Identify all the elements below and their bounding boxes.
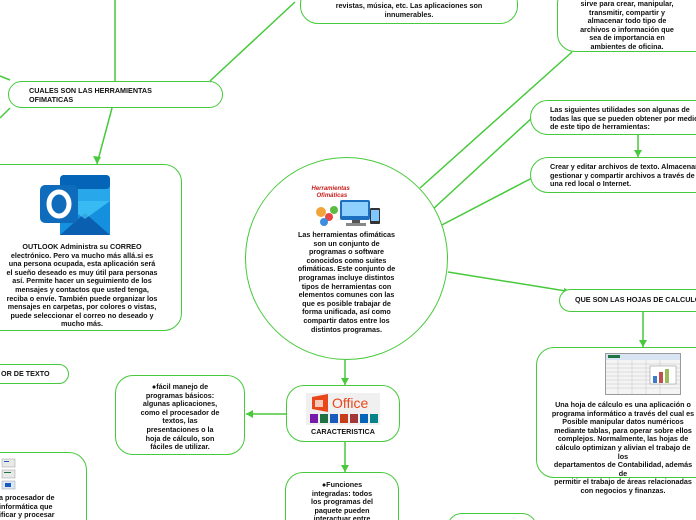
outlook-text: OUTLOOK Administra su CORREO electrónico… (0, 243, 181, 329)
top-right-text: sirve para crear, manipular, transmitir,… (558, 0, 696, 52)
hoja-calculo-text: Una hoja de cálculo es una aplicación o … (537, 401, 695, 496)
herramientas-title: CUALES SON LAS HERRAMIENTAS OFIMATICAS (29, 87, 222, 104)
facil-manejo-text: ●fácil manejo de programas básicos: algu… (116, 383, 244, 452)
outlook-icon (38, 171, 114, 239)
procesador-bottom-node[interactable]: a procesador de informática que ificar y… (0, 452, 87, 520)
office-logo-icon: Office (306, 393, 380, 425)
center-text: Las herramientas ofimáticas son un conju… (246, 231, 447, 334)
herramientas-title-node[interactable]: CUALES SON LAS HERRAMIENTAS OFIMATICAS (8, 81, 223, 108)
top-right-node[interactable]: sirve para crear, manipular, transmitir,… (557, 0, 696, 52)
bottom-right-node[interactable] (447, 513, 537, 520)
office-logo-text: Office (332, 395, 368, 411)
link-herramientas-outlook (97, 108, 112, 164)
herramientas-collage-icon: Herramientas Ofimáticas (312, 186, 382, 228)
arrow-caracteristica (341, 378, 349, 385)
procesador-texto-node[interactable]: OR DE TEXTO (0, 364, 69, 384)
hojas-calculo-title: QUE SON LAS HOJAS DE CALCULO (575, 296, 696, 305)
hojas-calculo-title-node[interactable]: QUE SON LAS HOJAS DE CALCULO (559, 289, 696, 312)
spreadsheet-icon (605, 353, 681, 395)
crear-editar-node[interactable]: Crear y editar archivos de texto. Almace… (530, 157, 696, 193)
crear-editar-text: Crear y editar archivos de texto. Almace… (550, 163, 696, 189)
procesador-bottom-text: a procesador de informática que ificar y… (0, 494, 86, 520)
utilidades-node[interactable]: Las siguientes utilidades son algunas de… (530, 100, 696, 135)
link-herramientas-left2 (0, 108, 10, 118)
utilidades-text: Las siguientes utilidades son algunas de… (550, 106, 696, 132)
top-center-text: revistas, música, etc. Las aplicaciones … (301, 2, 517, 19)
procesador-texto-label: OR DE TEXTO (1, 370, 68, 379)
top-center-node[interactable]: revistas, música, etc. Las aplicaciones … (300, 0, 518, 24)
link-center-hojas (448, 272, 572, 292)
arrow-outlook (93, 156, 101, 164)
facil-manejo-node[interactable]: ●fácil manejo de programas básicos: algu… (115, 375, 245, 455)
caracteristica-node[interactable]: Office CARACTERISTICA (286, 385, 400, 442)
link-center-crear (436, 177, 534, 228)
link-herramientas-left (0, 76, 10, 80)
link-center-herramientas (210, 2, 295, 81)
arrow-crear (634, 150, 642, 157)
outlook-node[interactable]: OUTLOOK Administra su CORREO electrónico… (0, 164, 182, 331)
center-node[interactable]: Herramientas Ofimáticas Las herramientas… (245, 157, 448, 360)
caracteristica-label: CARACTERISTICA (287, 428, 399, 437)
arrow-hoja (639, 340, 647, 347)
funciones-text: ●Funciones integradas: todos los program… (286, 481, 398, 520)
arrow-funciones (341, 465, 349, 472)
arrow-facil (246, 410, 253, 418)
hoja-calculo-node[interactable]: Una hoja de cálculo es una aplicación o … (536, 347, 696, 478)
funciones-node[interactable]: ●Funciones integradas: todos los program… (285, 472, 399, 520)
small-docs-icon (1, 458, 17, 490)
